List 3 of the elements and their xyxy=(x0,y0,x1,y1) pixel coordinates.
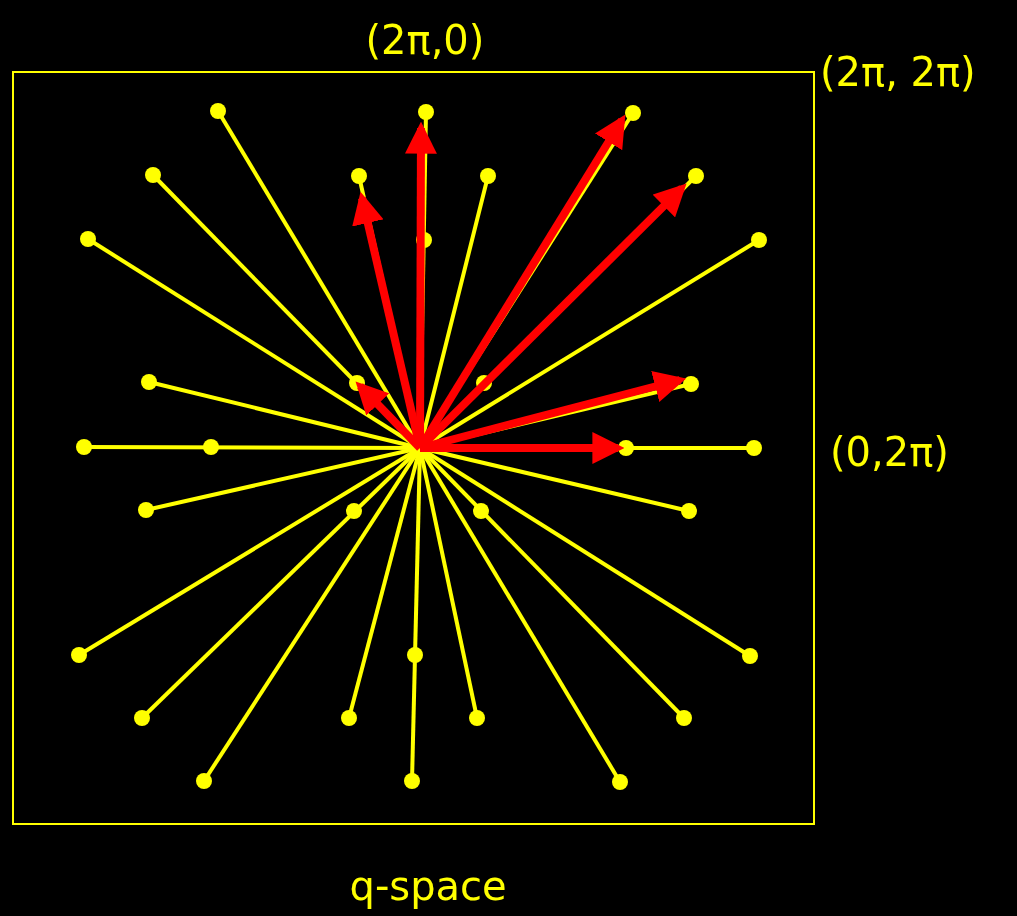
coordinate-label: (0,2π) xyxy=(830,432,949,472)
coordinate-label: (2π,0) xyxy=(365,20,485,60)
coordinate-label: (2π, 2π) xyxy=(820,52,976,92)
